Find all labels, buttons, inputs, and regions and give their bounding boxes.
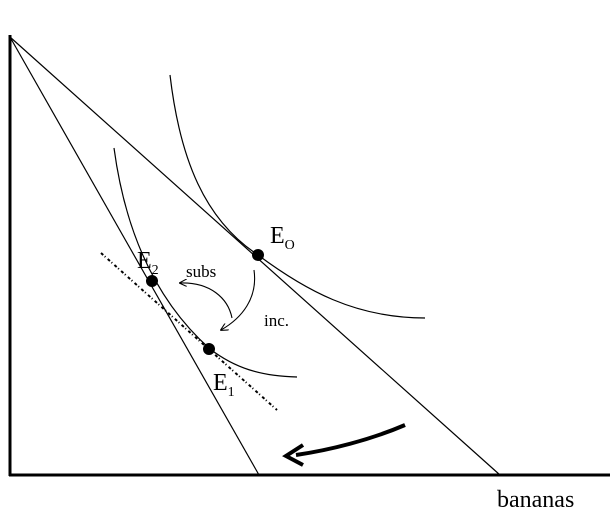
indifference-curve-high	[169, 74, 426, 319]
label-e1: E1	[213, 370, 235, 400]
label-e0: EO	[270, 223, 295, 253]
income-label: inc.	[264, 311, 289, 330]
pivot-arrow	[295, 423, 406, 457]
substitution-label: subs	[186, 262, 216, 281]
point-e2	[146, 275, 158, 287]
pivot-arrowhead	[282, 443, 305, 467]
compensated-budget-line	[100, 252, 278, 411]
income-arrow	[221, 269, 256, 330]
substitution-arrow	[180, 283, 233, 319]
point-e0	[252, 249, 264, 261]
indifference-curve-low	[113, 147, 298, 378]
point-e1	[203, 343, 215, 355]
label-e2: E2	[137, 248, 159, 278]
new-budget-line	[9, 36, 260, 476]
x-axis-label: bananas	[497, 487, 574, 513]
